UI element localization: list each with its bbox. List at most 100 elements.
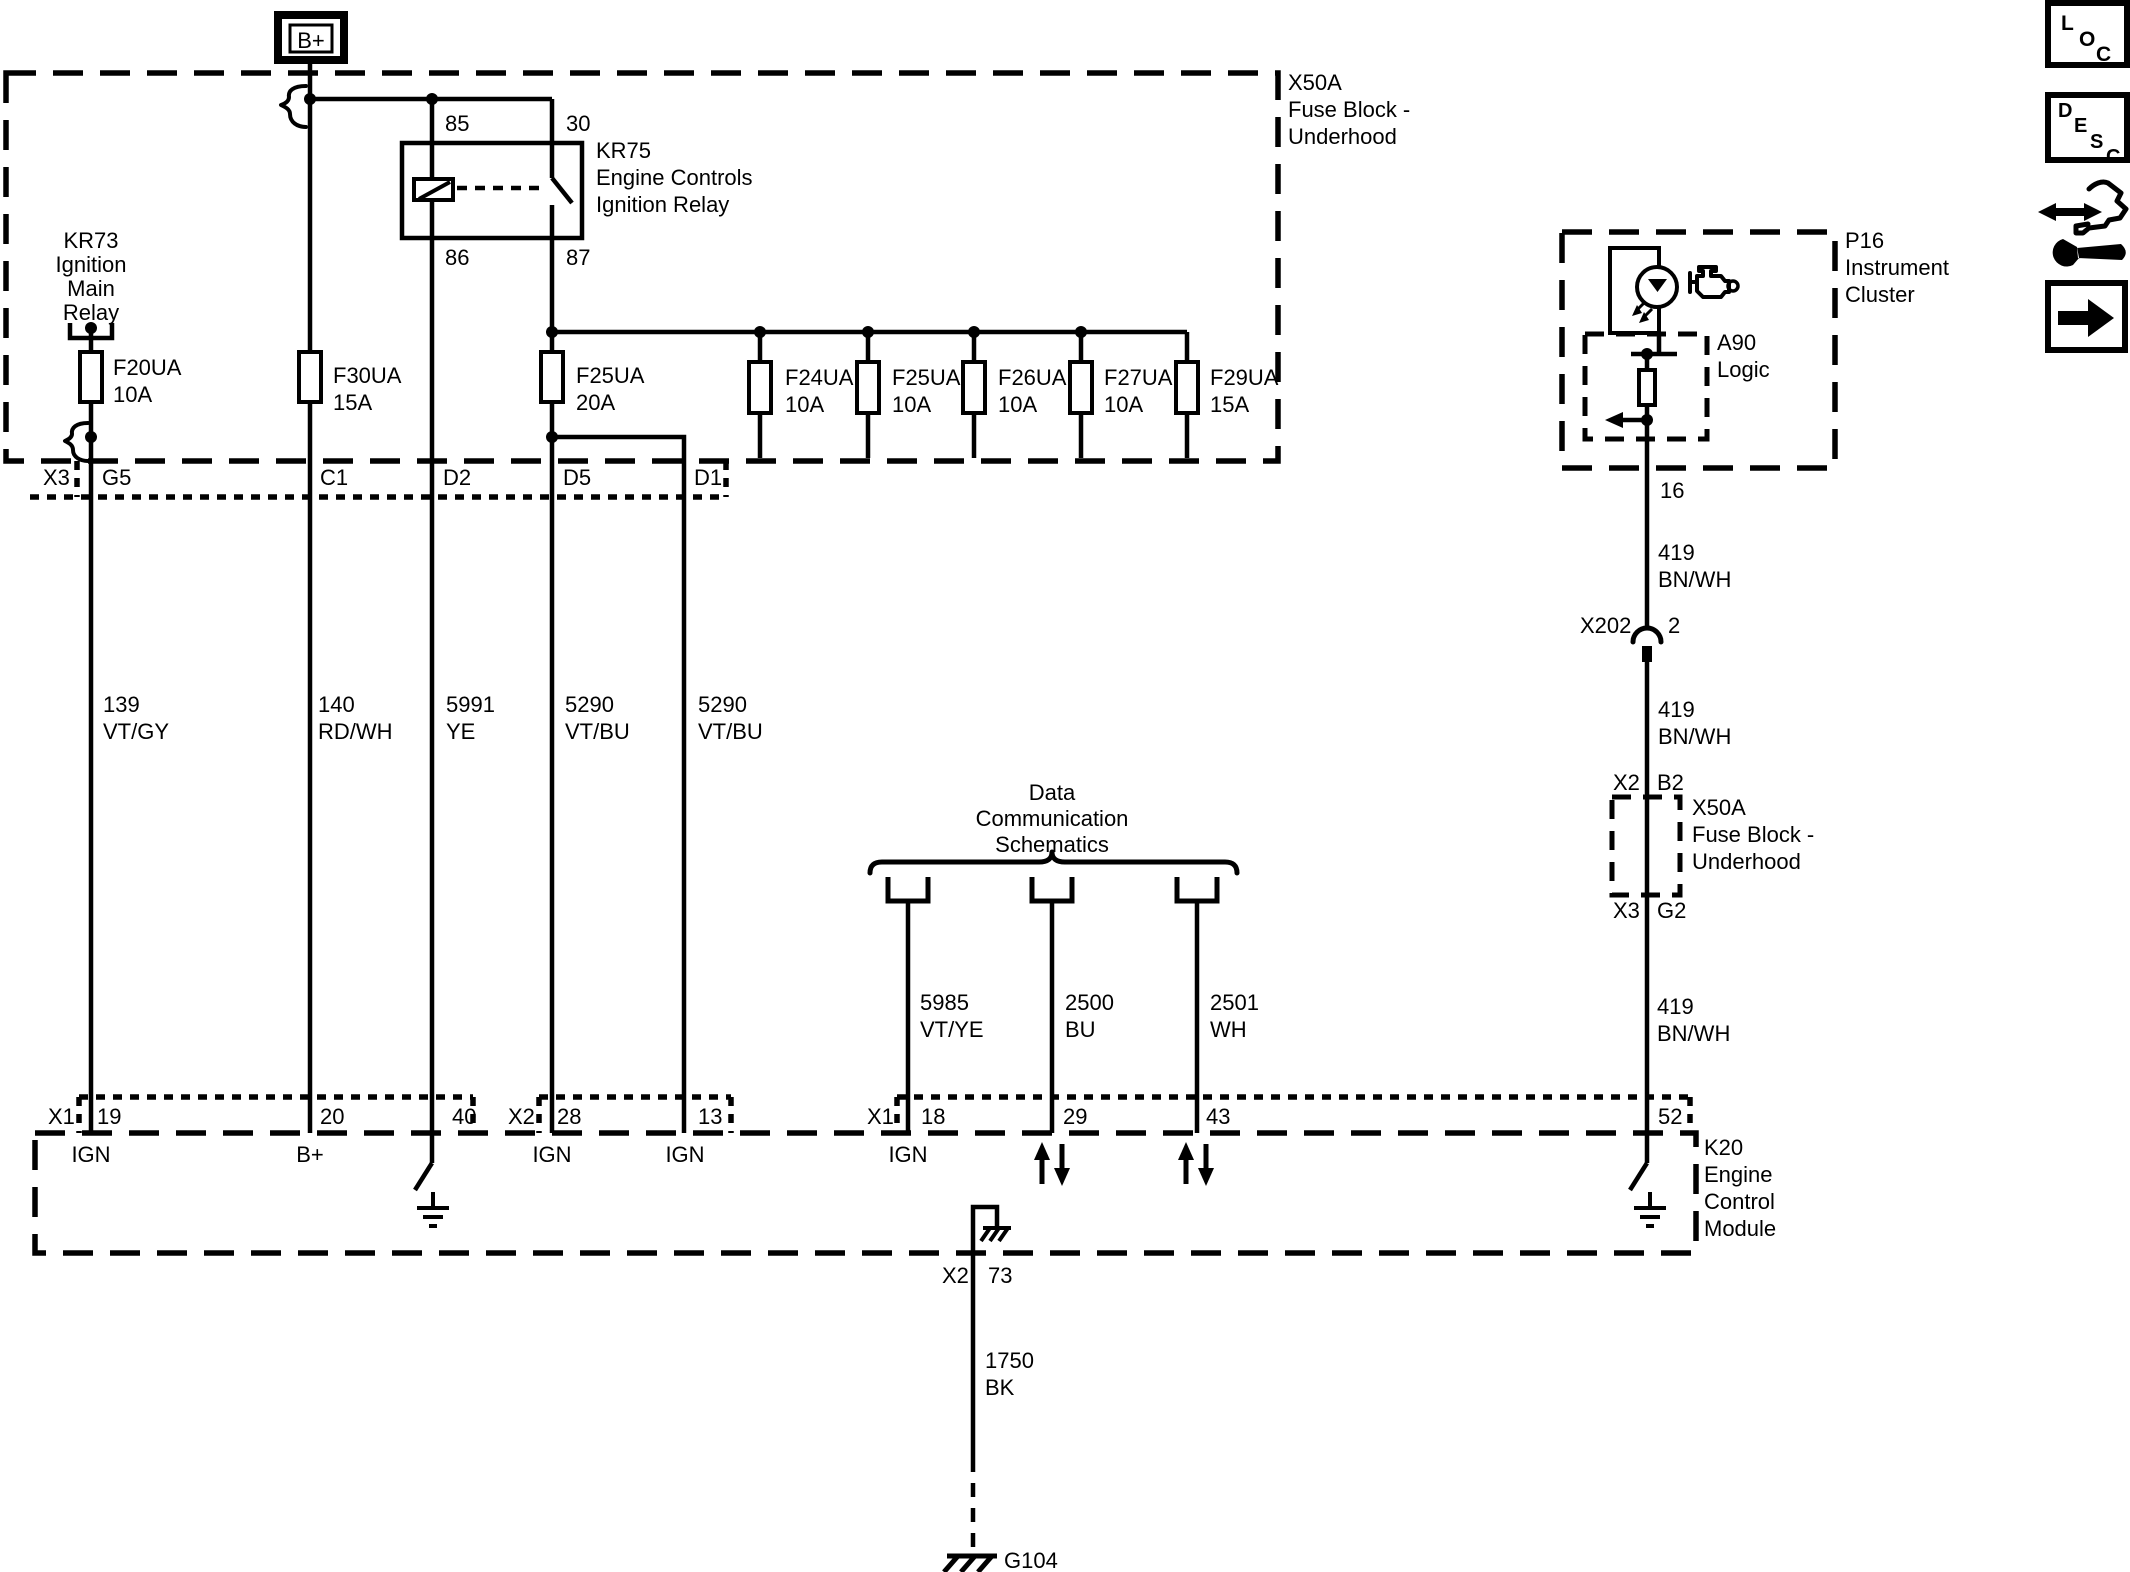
kr75-pin86: 86	[445, 245, 469, 270]
pin-c1: C1	[320, 465, 348, 490]
fuse-f25ua-amps: 10A	[892, 392, 931, 417]
wire2501-id: 2501	[1210, 990, 1259, 1015]
forward-arrow-head[interactable]	[2088, 299, 2114, 337]
pin52-switch-blade	[1628, 1161, 1649, 1192]
ecm-id: K20	[1704, 1135, 1743, 1160]
fn-ign-18: IGN	[888, 1142, 927, 1167]
fuse-f29ua	[1174, 360, 1200, 415]
pin-d1: D1	[694, 465, 722, 490]
a90-arrow-head	[1605, 412, 1623, 428]
conn-x2: X2	[508, 1104, 535, 1129]
pin-d2: D2	[443, 465, 471, 490]
updown43-down-head	[1198, 1168, 1214, 1186]
kr75-switch-blade	[550, 176, 574, 205]
junction-dot	[1641, 414, 1653, 426]
led-diode-triangle	[1648, 279, 1667, 292]
repair-icon-part-outline[interactable]	[2073, 179, 2129, 236]
fuse-f30ua-name: F30UA	[333, 363, 402, 388]
forward-arrow-icon-box[interactable]	[2045, 280, 2128, 353]
desc-letter-e[interactable]: E	[2074, 115, 2087, 137]
pin-13: 13	[698, 1104, 722, 1129]
coil-diagonal	[418, 180, 451, 201]
fuse-block-name-1: Fuse Block -	[1288, 97, 1410, 122]
junction-dot	[1075, 326, 1087, 338]
fuse-f27ua-amps: 10A	[1104, 392, 1143, 417]
wire139-id: 139	[103, 692, 140, 717]
wire5985-color: VT/YE	[920, 1017, 984, 1042]
desc-letter-c[interactable]: C	[2106, 146, 2120, 168]
fuse-f27ua	[1068, 360, 1094, 415]
wire139-color: VT/GY	[103, 719, 169, 744]
wire5290b-color: VT/BU	[698, 719, 763, 744]
ecm-name-2: Control	[1704, 1189, 1775, 1214]
conn-x3: X3	[43, 465, 70, 490]
pin-73: 73	[988, 1263, 1012, 1288]
pin73-hook	[970, 1204, 1000, 1253]
cluster-name-1: Instrument	[1845, 255, 1949, 280]
fuse-f26ua-name: F26UA	[998, 365, 1067, 390]
resistor-symbol	[1637, 368, 1657, 407]
desc-letter-d[interactable]: D	[2058, 100, 2072, 122]
loc-icon-box[interactable]	[2045, 0, 2130, 68]
fuse-block-id: X50A	[1288, 70, 1342, 95]
conn-x1: X1	[48, 1104, 75, 1129]
d1-jumper	[552, 434, 687, 1133]
inline-connector-g5-icon	[63, 421, 90, 463]
chassis73-hatch3	[997, 1226, 1010, 1243]
cluster-id: P16	[1845, 228, 1884, 253]
fuse-f24ua	[747, 360, 773, 415]
fuse-f20ua-amps: 10A	[113, 382, 152, 407]
pin-g2: G2	[1657, 898, 1686, 923]
junction-dot	[546, 431, 558, 443]
repair-icon-wrench[interactable]	[2052, 239, 2126, 267]
wire419c-color: BN/WH	[1657, 1021, 1730, 1046]
fuse-f20ua-name: F20UA	[113, 355, 182, 380]
fn-ign-19: IGN	[71, 1142, 110, 1167]
x202-connector-icon	[1630, 625, 1664, 645]
fn-ign-13: IGN	[665, 1142, 704, 1167]
repair-icon-arrow-left-head[interactable]	[2038, 203, 2056, 221]
fuse-f29ua-name: F29UA	[1210, 365, 1279, 390]
fuse-f30ua	[297, 350, 323, 404]
fuse-f29ua-amps: 15A	[1210, 392, 1249, 417]
datacomm-title-2: Communication	[976, 806, 1129, 831]
repair-icon-arrow-right-head[interactable]	[2084, 203, 2102, 221]
wire2500-color: BU	[1065, 1017, 1096, 1042]
updown43-up-head	[1178, 1142, 1194, 1160]
wire140-color: RD/WH	[318, 719, 393, 744]
kr75-name-2: Ignition Relay	[596, 192, 729, 217]
pin-b2: B2	[1657, 770, 1684, 795]
wire2500-id: 2500	[1065, 990, 1114, 1015]
pin-52: 52	[1658, 1104, 1682, 1129]
junction-dot	[862, 326, 874, 338]
forward-arrow-stem[interactable]	[2058, 311, 2088, 325]
wire5991-color: YE	[446, 719, 475, 744]
pin-28: 28	[557, 1104, 581, 1129]
fuse-f26ua-amps: 10A	[998, 392, 1037, 417]
kr75-id: KR75	[596, 138, 651, 163]
pin-2: 2	[1668, 613, 1680, 638]
g104-hatch2	[959, 1554, 977, 1572]
engine-icon	[1688, 265, 1731, 299]
desc-icon-box[interactable]	[2045, 92, 2130, 163]
fn-bplus-20: B+	[296, 1142, 324, 1167]
pin-20: 20	[320, 1104, 344, 1129]
pin-18: 18	[921, 1104, 945, 1129]
junction-dot	[85, 431, 97, 443]
wire140-id: 140	[318, 692, 355, 717]
pin-16: 16	[1660, 478, 1684, 503]
loc-letter-l[interactable]: L	[2061, 12, 2074, 35]
desc-letter-s[interactable]: S	[2090, 131, 2103, 153]
wire419b-id: 419	[1658, 697, 1695, 722]
fuse-block-name-2: Underhood	[1288, 124, 1397, 149]
junction-dot	[1641, 348, 1653, 360]
loc-letter-o[interactable]: O	[2079, 28, 2095, 51]
ecm-name-3: Module	[1704, 1216, 1776, 1241]
led-ray-head-1	[1632, 305, 1642, 316]
fuse-block-underhood-box	[3, 70, 1281, 464]
junction-dot	[968, 326, 980, 338]
x202-pin	[1642, 646, 1652, 662]
loc-letter-c[interactable]: C	[2096, 43, 2111, 66]
fuse-f25ua	[855, 360, 881, 415]
